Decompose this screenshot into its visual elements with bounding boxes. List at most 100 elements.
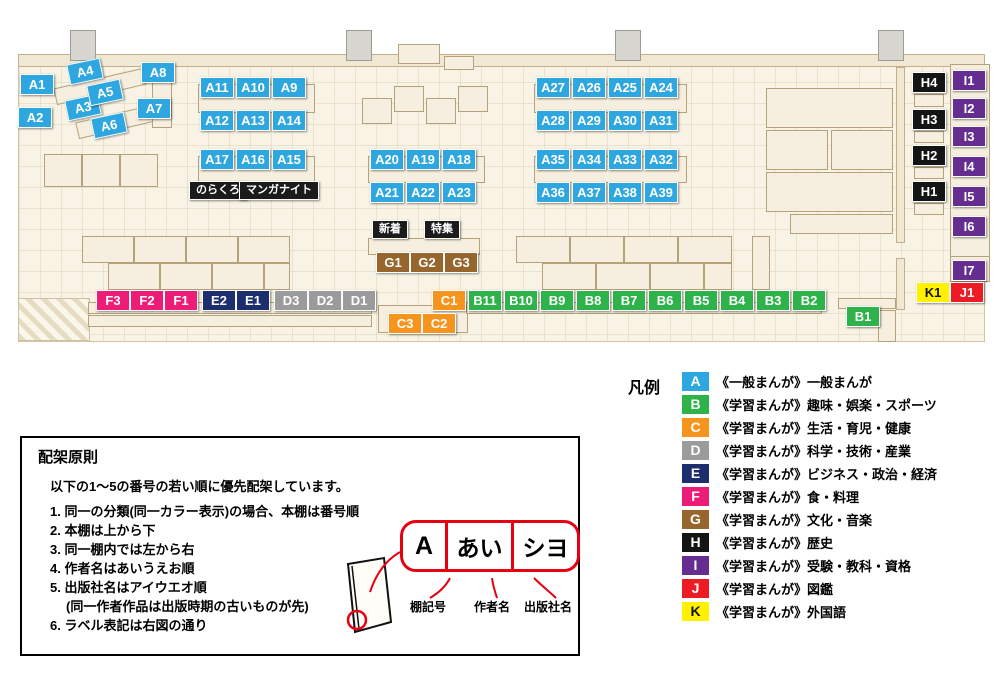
legend-swatch-d: D — [682, 441, 709, 460]
shelf-label-a13: A13 — [236, 110, 270, 131]
shelf-label-a32: A32 — [644, 149, 678, 170]
legend-row-i: I 《学習まんが》受験・教科・資格 — [682, 556, 994, 575]
shelf-label-c1: C1 — [432, 290, 466, 311]
shelf-block — [766, 172, 893, 212]
shelf-label-a18: A18 — [442, 149, 476, 170]
shelf-label-a11: A11 — [200, 77, 234, 98]
pillar — [70, 30, 96, 61]
shelf-label-d2: D2 — [308, 290, 342, 311]
legend-category: 《学習まんが》 — [716, 536, 808, 551]
legend-swatch-g: G — [682, 510, 709, 529]
legend-row-h: H 《学習まんが》歴史 — [682, 533, 994, 552]
shelf-block — [752, 236, 770, 290]
shelf-label-a34: A34 — [572, 149, 606, 170]
shelf-label-a36: A36 — [536, 182, 570, 203]
legend-rows: A 《一般まんが》一般まんが B 《学習まんが》趣味・娯楽・スポーツ C 《学習… — [682, 372, 994, 621]
caption-author: 作者名 — [474, 600, 511, 614]
legend-category: 《一般まんが》 — [716, 375, 808, 390]
shelf-label-i5: I5 — [952, 186, 986, 207]
shelf-label-a27: A27 — [536, 77, 570, 98]
shelf-label-j1: J1 — [950, 282, 984, 303]
shelf-label-h4: H4 — [912, 72, 946, 93]
legend-label: ビジネス・政治・経済 — [807, 467, 938, 482]
desk-block — [212, 263, 264, 290]
principles-panel: 配架原則 以下の1〜5の番号の若い順に優先配架しています。 1. 同一の分類(同… — [20, 436, 580, 656]
legend-row-g: G 《学習まんが》文化・音楽 — [682, 510, 994, 529]
legend-label: 一般まんが — [807, 375, 873, 390]
shelf-block — [914, 94, 944, 107]
shelf-label-e1: E1 — [236, 290, 270, 311]
principles-rules: 1. 同一の分類(同一カラー表示)の場合、本棚は番号順 2. 本棚は上から下 3… — [50, 502, 359, 635]
rule-3: 3. 同一棚内では左から右 — [50, 542, 195, 557]
room-divider-wall — [896, 67, 905, 243]
shelf-label-g2: G2 — [410, 252, 444, 273]
shelf-block — [88, 315, 372, 327]
legend-swatch-f: F — [682, 487, 709, 506]
shelf-block — [831, 130, 893, 170]
legend-swatch-i: I — [682, 556, 709, 575]
pillar — [346, 30, 372, 61]
shelf-label-a7: A7 — [137, 98, 171, 119]
shelf-label-g3: G3 — [444, 252, 478, 273]
legend-row-d: D 《学習まんが》科学・技術・産業 — [682, 441, 994, 460]
desk-block — [134, 236, 186, 263]
shelf-label-f2: F2 — [130, 290, 164, 311]
shelf-label-a2: A2 — [18, 107, 52, 128]
shelf-label-b3: B3 — [756, 290, 790, 311]
legend-category: 《学習まんが》 — [716, 444, 808, 459]
legend-row-a: A 《一般まんが》一般まんが — [682, 372, 994, 391]
desk-block — [570, 236, 624, 263]
shelf-label-a31: A31 — [644, 110, 678, 131]
shelf-label-b2: B2 — [792, 290, 826, 311]
shelf-block — [878, 310, 896, 342]
desk-block — [516, 236, 570, 263]
shelf-label-g1: G1 — [376, 252, 410, 273]
shelf-block — [766, 88, 893, 128]
pillar — [615, 30, 641, 61]
desk-block — [624, 236, 678, 263]
shelf-label-b8: B8 — [576, 290, 610, 311]
shelf-label-b5: B5 — [684, 290, 718, 311]
caption-shelf-code: 棚記号 — [410, 600, 447, 614]
tag-featured: 特集 — [424, 220, 460, 239]
shelf-label-a12: A12 — [200, 110, 234, 131]
legend-label: 歴史 — [807, 536, 834, 551]
shelf-label-a25: A25 — [608, 77, 642, 98]
desk-block — [160, 263, 212, 290]
example-shelf-code: A — [414, 531, 434, 560]
shelf-label-h3: H3 — [912, 109, 946, 130]
shelf-label-a24: A24 — [644, 77, 678, 98]
legend-label: 科学・技術・産業 — [807, 444, 912, 459]
legend-category: 《学習まんが》 — [716, 582, 808, 597]
shelf-block — [120, 154, 158, 187]
shelf-block — [766, 130, 828, 170]
rule-1: 1. 同一の分類(同一カラー表示)の場合、本棚は番号順 — [50, 504, 360, 519]
shelf-label-a19: A19 — [406, 149, 440, 170]
legend-swatch-j: J — [682, 579, 709, 598]
rule-6: 6. ラベル表記は右図の通り — [50, 618, 208, 633]
shelf-label-a23: A23 — [442, 182, 476, 203]
legend-label: 受験・教科・資格 — [807, 559, 912, 574]
shelf-label-a39: A39 — [644, 182, 678, 203]
book-icon — [346, 556, 393, 634]
room-divider-wall-lower — [896, 258, 905, 310]
tag-new-arrivals: 新着 — [372, 220, 408, 239]
shelf-label-a16: A16 — [236, 149, 270, 170]
legend-swatch-e: E — [682, 464, 709, 483]
legend-row-e: E 《学習まんが》ビジネス・政治・経済 — [682, 464, 994, 483]
shelf-label-a33: A33 — [608, 149, 642, 170]
shelf-label-d3: D3 — [274, 290, 308, 311]
legend-label: 食・料理 — [807, 490, 860, 505]
desk-block — [264, 263, 290, 290]
shelf-label-a30: A30 — [608, 110, 642, 131]
shelf-label-b6: B6 — [648, 290, 682, 311]
shelf-block — [914, 131, 944, 143]
principles-intro: 以下の1〜5の番号の若い順に優先配架しています。 — [50, 479, 349, 494]
shelf-label-a14: A14 — [272, 110, 306, 131]
legend-swatch-b: B — [682, 395, 709, 414]
shelf-label-b7: B7 — [612, 290, 646, 311]
shelf-label-a1: A1 — [20, 74, 54, 95]
caption-publisher: 出版社名 — [524, 600, 573, 614]
desk-block — [82, 236, 134, 263]
